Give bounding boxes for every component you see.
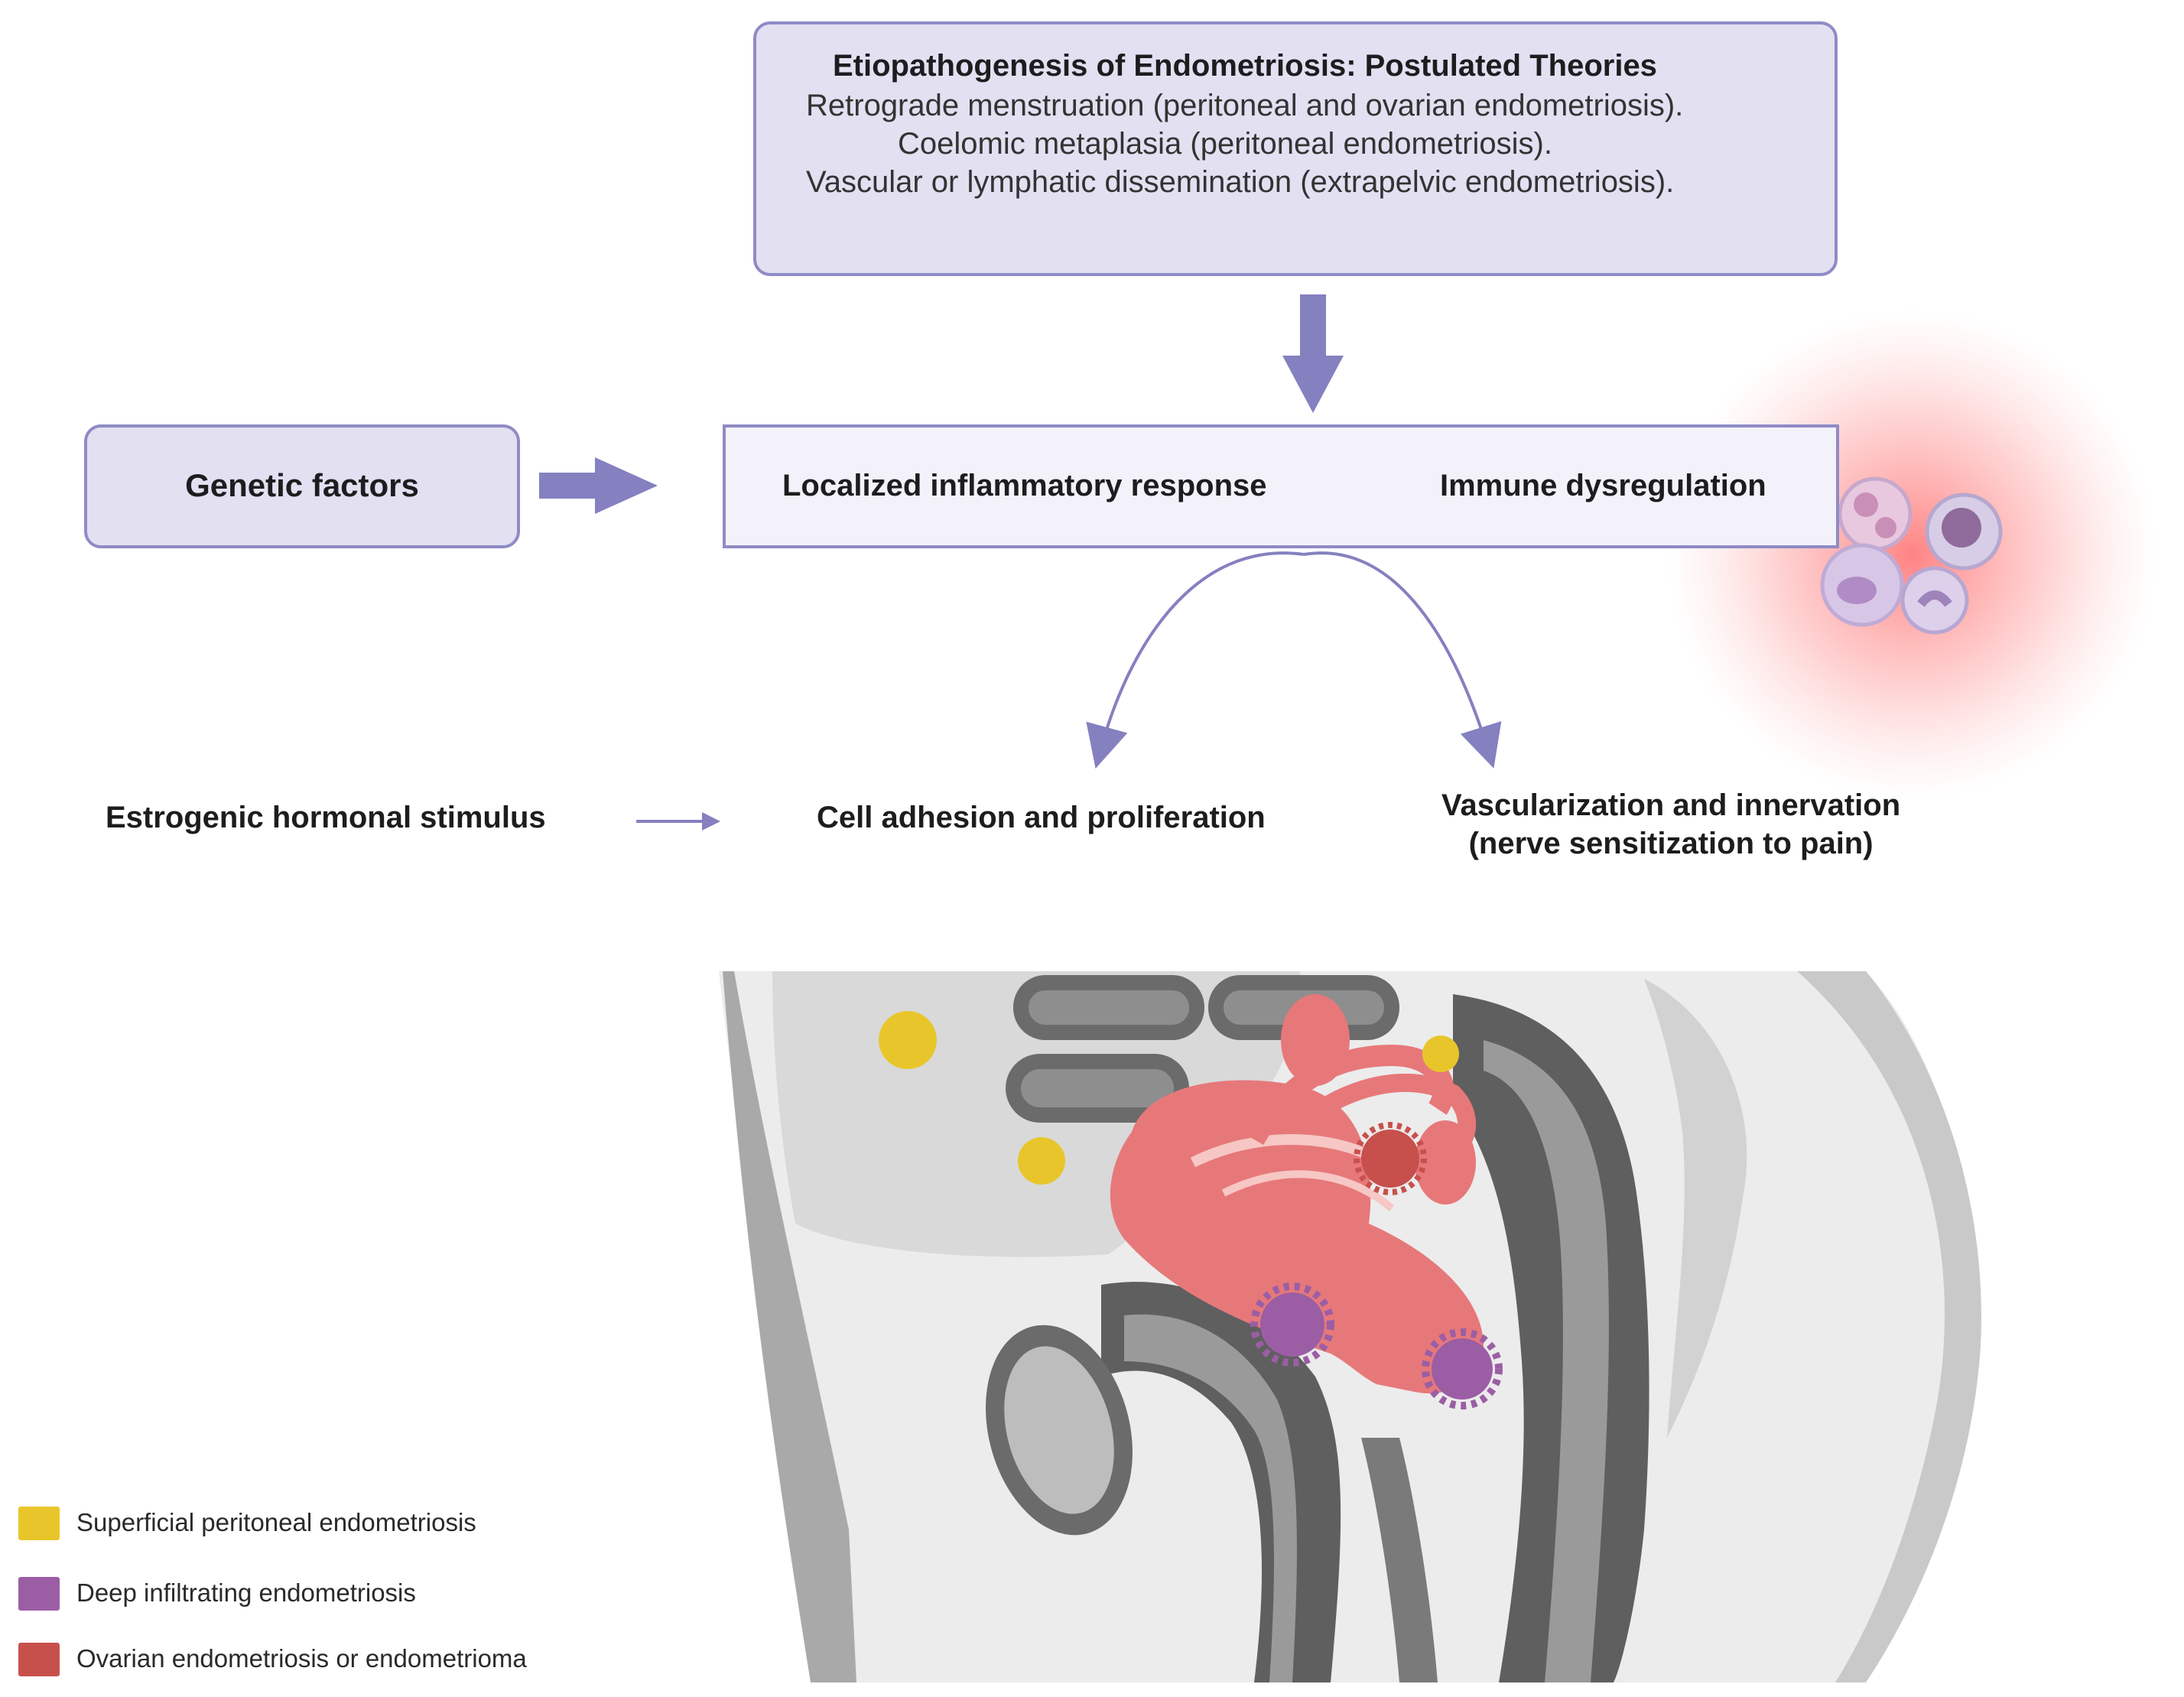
genetic-factors-box: Genetic factors	[84, 424, 520, 548]
theory-item: Coelomic metaplasia (peritoneal endometr…	[898, 127, 1552, 161]
vascularization-label: Vascularization and innervation (nerve s…	[1441, 786, 1900, 863]
theories-box: Etiopathogenesis of Endometriosis: Postu…	[753, 21, 1838, 276]
estrogen-arrow	[636, 812, 720, 831]
theory-item: Retrograde menstruation (peritoneal and …	[806, 89, 1684, 122]
genetic-factors-label: Genetic factors	[185, 467, 419, 503]
theories-title: Etiopathogenesis of Endometriosis: Postu…	[833, 49, 1657, 83]
estrogenic-stimulus-label: Estrogenic hormonal stimulus	[106, 801, 546, 834]
curve-arrow-left	[1086, 551, 1305, 769]
inflammatory-response-label: Localized inflammatory response	[782, 469, 1267, 502]
inflammation-glow	[1667, 310, 2156, 799]
immune-cells-icon	[1820, 476, 2003, 635]
theory-item: Vascular or lymphatic dissemination (ext…	[806, 165, 1675, 199]
legend-swatch	[18, 1577, 60, 1611]
genetic-right-arrow	[539, 457, 658, 514]
legend-label: Ovarian endometriosis or endometrioma	[76, 1644, 527, 1673]
cell-adhesion-label: Cell adhesion and proliferation	[817, 801, 1266, 834]
inflammation-immune-box: Localized inflammatory response Immune d…	[723, 424, 1839, 548]
curve-arrow-right	[1303, 551, 1502, 769]
pelvic-anatomy-illustration	[719, 971, 1981, 1682]
legend-swatch	[18, 1507, 60, 1540]
immune-dysregulation-label: Immune dysregulation	[1440, 469, 1766, 502]
legend-label: Superficial peritoneal endometriosis	[76, 1508, 476, 1536]
legend-swatch	[18, 1643, 60, 1676]
vascularization-line1: Vascularization and innervation	[1441, 788, 1901, 822]
theories-down-arrow	[1282, 294, 1344, 413]
vascularization-line2: (nerve sensitization to pain)	[1468, 827, 1874, 860]
legend-label: Deep infiltrating endometriosis	[76, 1578, 416, 1607]
